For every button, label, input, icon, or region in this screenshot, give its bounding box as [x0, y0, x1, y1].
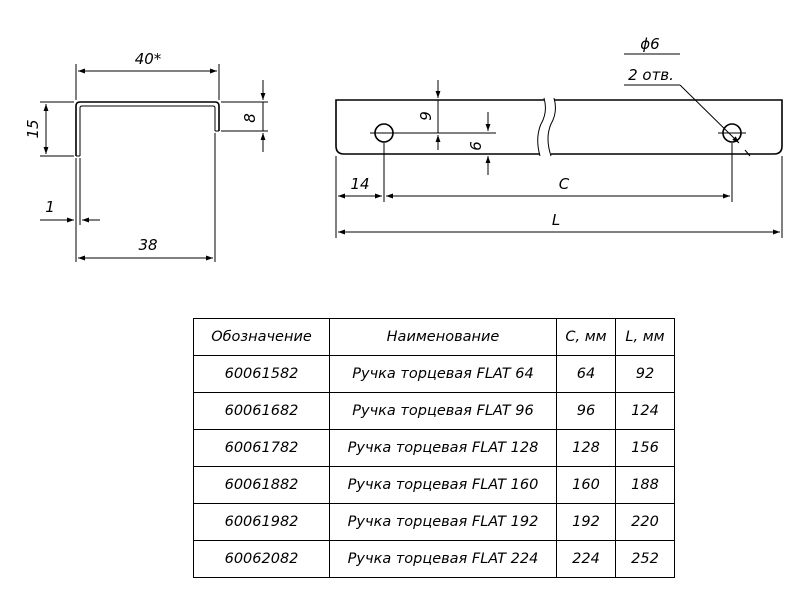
header-code: Обозначение	[193, 318, 330, 356]
table-row: 60061782 Ручка торцевая FLAT 128 128 156	[193, 429, 675, 467]
cell-l: 188	[615, 466, 675, 504]
break-line	[537, 97, 546, 157]
dim-hole-offset: 9	[417, 111, 435, 121]
table-row: 60061882 Ручка торцевая FLAT 160 160 188	[193, 466, 675, 504]
dim-hole-spacing: C	[559, 175, 570, 193]
header-c: C, мм	[556, 318, 616, 356]
table-row: 60061982 Ручка торцевая FLAT 192 192 220	[193, 503, 675, 541]
profile-view: 40* 15 8 1 38	[24, 50, 268, 262]
dim-total-length: L	[552, 211, 560, 229]
cell-l: 124	[615, 392, 675, 430]
header-l: L, мм	[615, 318, 675, 356]
technical-drawing: 40* 15 8 1 38 ϕ6 2 отв.	[24, 35, 783, 262]
dim-height: 15	[24, 119, 42, 138]
hole-diameter: ϕ6	[640, 35, 659, 53]
dim-outer-width: 40*	[135, 50, 162, 68]
table-row: 60062082 Ручка торцевая FLAT 224 224 252	[193, 540, 675, 578]
cell-code: 60061882	[193, 466, 330, 504]
cell-c: 96	[556, 392, 616, 430]
plan-view: ϕ6 2 отв. 9 6 14 C L	[335, 35, 783, 238]
table-row: 60061582 Ручка торцевая FLAT 64 64 92	[193, 355, 675, 393]
dim-thickness: 1	[45, 198, 55, 216]
cell-code: 60061982	[193, 503, 330, 541]
table-row: 60061682 Ручка торцевая FLAT 96 96 124	[193, 392, 675, 430]
cell-l: 92	[615, 355, 675, 393]
cell-name: Ручка торцевая FLAT 192	[329, 503, 557, 541]
cell-code: 60062082	[193, 540, 330, 578]
cell-code: 60061682	[193, 392, 330, 430]
header-name: Наименование	[329, 318, 557, 356]
cell-l: 156	[615, 429, 675, 467]
cell-name: Ручка торцевая FLAT 128	[329, 429, 557, 467]
cell-l: 220	[615, 503, 675, 541]
cell-c: 224	[556, 540, 616, 578]
cell-c: 192	[556, 503, 616, 541]
profile-inner-outline	[79, 105, 216, 156]
spec-table: Обозначение Наименование C, мм L, мм 600…	[193, 318, 675, 578]
dim-flange: 8	[241, 113, 259, 123]
dim-inner-width: 38	[138, 236, 157, 254]
cell-l: 252	[615, 540, 675, 578]
table-header-row: Обозначение Наименование C, мм L, мм	[193, 318, 675, 356]
cell-name: Ручка торцевая FLAT 224	[329, 540, 557, 578]
cell-c: 128	[556, 429, 616, 467]
dim-edge-to-hole: 14	[350, 175, 369, 193]
cell-c: 64	[556, 355, 616, 393]
cell-name: Ручка торцевая FLAT 64	[329, 355, 557, 393]
strip-outline	[335, 99, 544, 155]
cell-code: 60061782	[193, 429, 330, 467]
dim-hole-position: 6	[467, 141, 485, 151]
cell-name: Ручка торцевая FLAT 160	[329, 466, 557, 504]
profile-outline	[75, 101, 220, 156]
cell-name: Ручка торцевая FLAT 96	[329, 392, 557, 430]
cell-c: 160	[556, 466, 616, 504]
cell-code: 60061582	[193, 355, 330, 393]
hole-count: 2 отв.	[628, 66, 674, 84]
hole-leader	[679, 84, 740, 144]
